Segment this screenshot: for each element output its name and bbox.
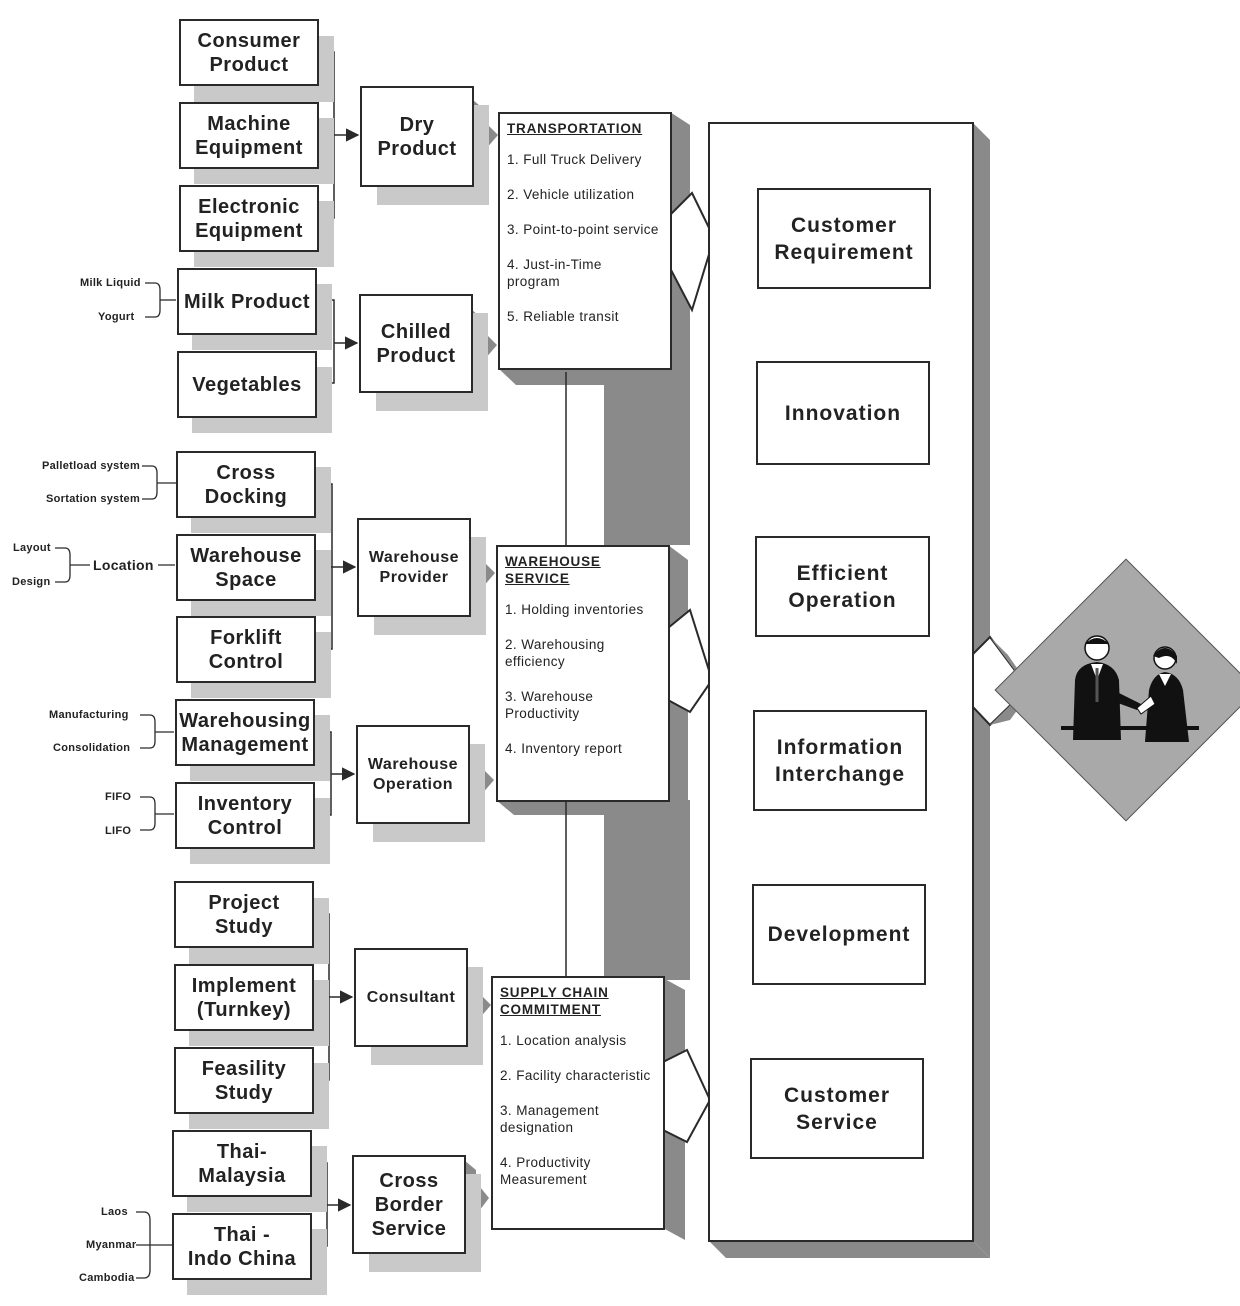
box-project-study: Project Study xyxy=(174,881,314,948)
panel-title: TRANSPORTATION xyxy=(507,121,643,136)
panel-title: SUPPLY CHAIN COMMITMENT xyxy=(500,985,609,1017)
note-sortation-system: Sortation system xyxy=(46,493,141,505)
goal-customer-requirement: Customer Requirement xyxy=(757,188,931,289)
panel-item: 4. Just-in-Time program xyxy=(507,257,602,289)
box-vegetables: Vegetables xyxy=(177,351,317,418)
box-machine-equipment: Machine Equipment xyxy=(179,102,319,169)
note-palletload-system: Palletload system xyxy=(42,460,141,472)
box-thai-indo-china: Thai - Indo China xyxy=(172,1213,312,1280)
panel-item: 4. Productivity Measurement xyxy=(500,1155,591,1187)
box-warehouse-provider: Warehouse Provider xyxy=(357,518,471,617)
box-cross-docking: Cross Docking xyxy=(176,451,316,518)
handshake-icon xyxy=(1061,635,1199,742)
panel-item: 3. Point-to-point service xyxy=(507,222,659,237)
panel-item: 5. Reliable transit xyxy=(507,309,619,324)
box-warehousing-management: Warehousing Management xyxy=(175,699,315,766)
panel-title: WAREHOUSE SERVICE xyxy=(505,554,601,586)
box-thai-malaysia: Thai- Malaysia xyxy=(172,1130,312,1197)
note-lifo: LIFO xyxy=(105,825,132,837)
panel-item: 2. Warehousing efficiency xyxy=(505,637,605,669)
panel-item: 1. Holding inventories xyxy=(505,602,644,617)
note-laos: Laos xyxy=(101,1206,128,1218)
goal-efficient-operation: Efficient Operation xyxy=(755,536,930,637)
note-cambodia: Cambodia xyxy=(79,1272,135,1284)
panel-transportation: TRANSPORTATION 1. Full Truck Delivery 2.… xyxy=(498,112,672,370)
note-milk-liquid: Milk Liquid xyxy=(80,277,141,289)
panel-item: 1. Full Truck Delivery xyxy=(507,152,642,167)
panel-supply-chain-commitment: SUPPLY CHAIN COMMITMENT 1. Location anal… xyxy=(491,976,665,1230)
box-consumer-product: Consumer Product xyxy=(179,19,319,86)
note-consolidation: Consolidation xyxy=(53,742,131,754)
box-forklift-control: Forklift Control xyxy=(176,616,316,683)
box-electronic-equipment: Electronic Equipment xyxy=(179,185,319,252)
note-fifo: FIFO xyxy=(105,791,132,803)
goal-innovation: Innovation xyxy=(756,361,930,465)
panel-item: 2. Vehicle utilization xyxy=(507,187,635,202)
note-yogurt: Yogurt xyxy=(98,311,135,323)
box-dry-product: Dry Product xyxy=(360,86,474,187)
panel-warehouse-service: WAREHOUSE SERVICE 1. Holding inventories… xyxy=(496,545,670,802)
panel-item: 3. Warehouse Productivity xyxy=(505,689,594,721)
note-design: Design xyxy=(12,576,51,588)
box-consultant: Consultant xyxy=(354,948,468,1047)
goal-development: Development xyxy=(752,884,926,985)
goal-customer-service: Customer Service xyxy=(750,1058,924,1159)
note-layout: Layout xyxy=(13,542,51,554)
box-warehouse-operation: Warehouse Operation xyxy=(356,725,470,824)
note-myanmar: Myanmar xyxy=(86,1239,137,1251)
panel-item: 1. Location analysis xyxy=(500,1033,627,1048)
panel-item: 2. Facility characteristic xyxy=(500,1068,651,1083)
goals-frame xyxy=(708,122,974,1242)
note-manufacturing: Manufacturing xyxy=(49,709,129,721)
goal-information-interchange: Information Interchange xyxy=(753,710,927,811)
box-milk-product: Milk Product xyxy=(177,268,317,335)
panel-item: 4. Inventory report xyxy=(505,741,623,756)
box-warehouse-space: Warehouse Space xyxy=(176,534,316,601)
box-feasility-study: Feasility Study xyxy=(174,1047,314,1114)
box-chilled-product: Chilled Product xyxy=(359,294,473,393)
box-implement-turnkey: Implement (Turnkey) xyxy=(174,964,314,1031)
box-cross-border-service: Cross Border Service xyxy=(352,1155,466,1254)
box-inventory-control: Inventory Control xyxy=(175,782,315,849)
panel-item: 3. Management designation xyxy=(500,1103,600,1135)
note-location: Location xyxy=(93,557,154,573)
